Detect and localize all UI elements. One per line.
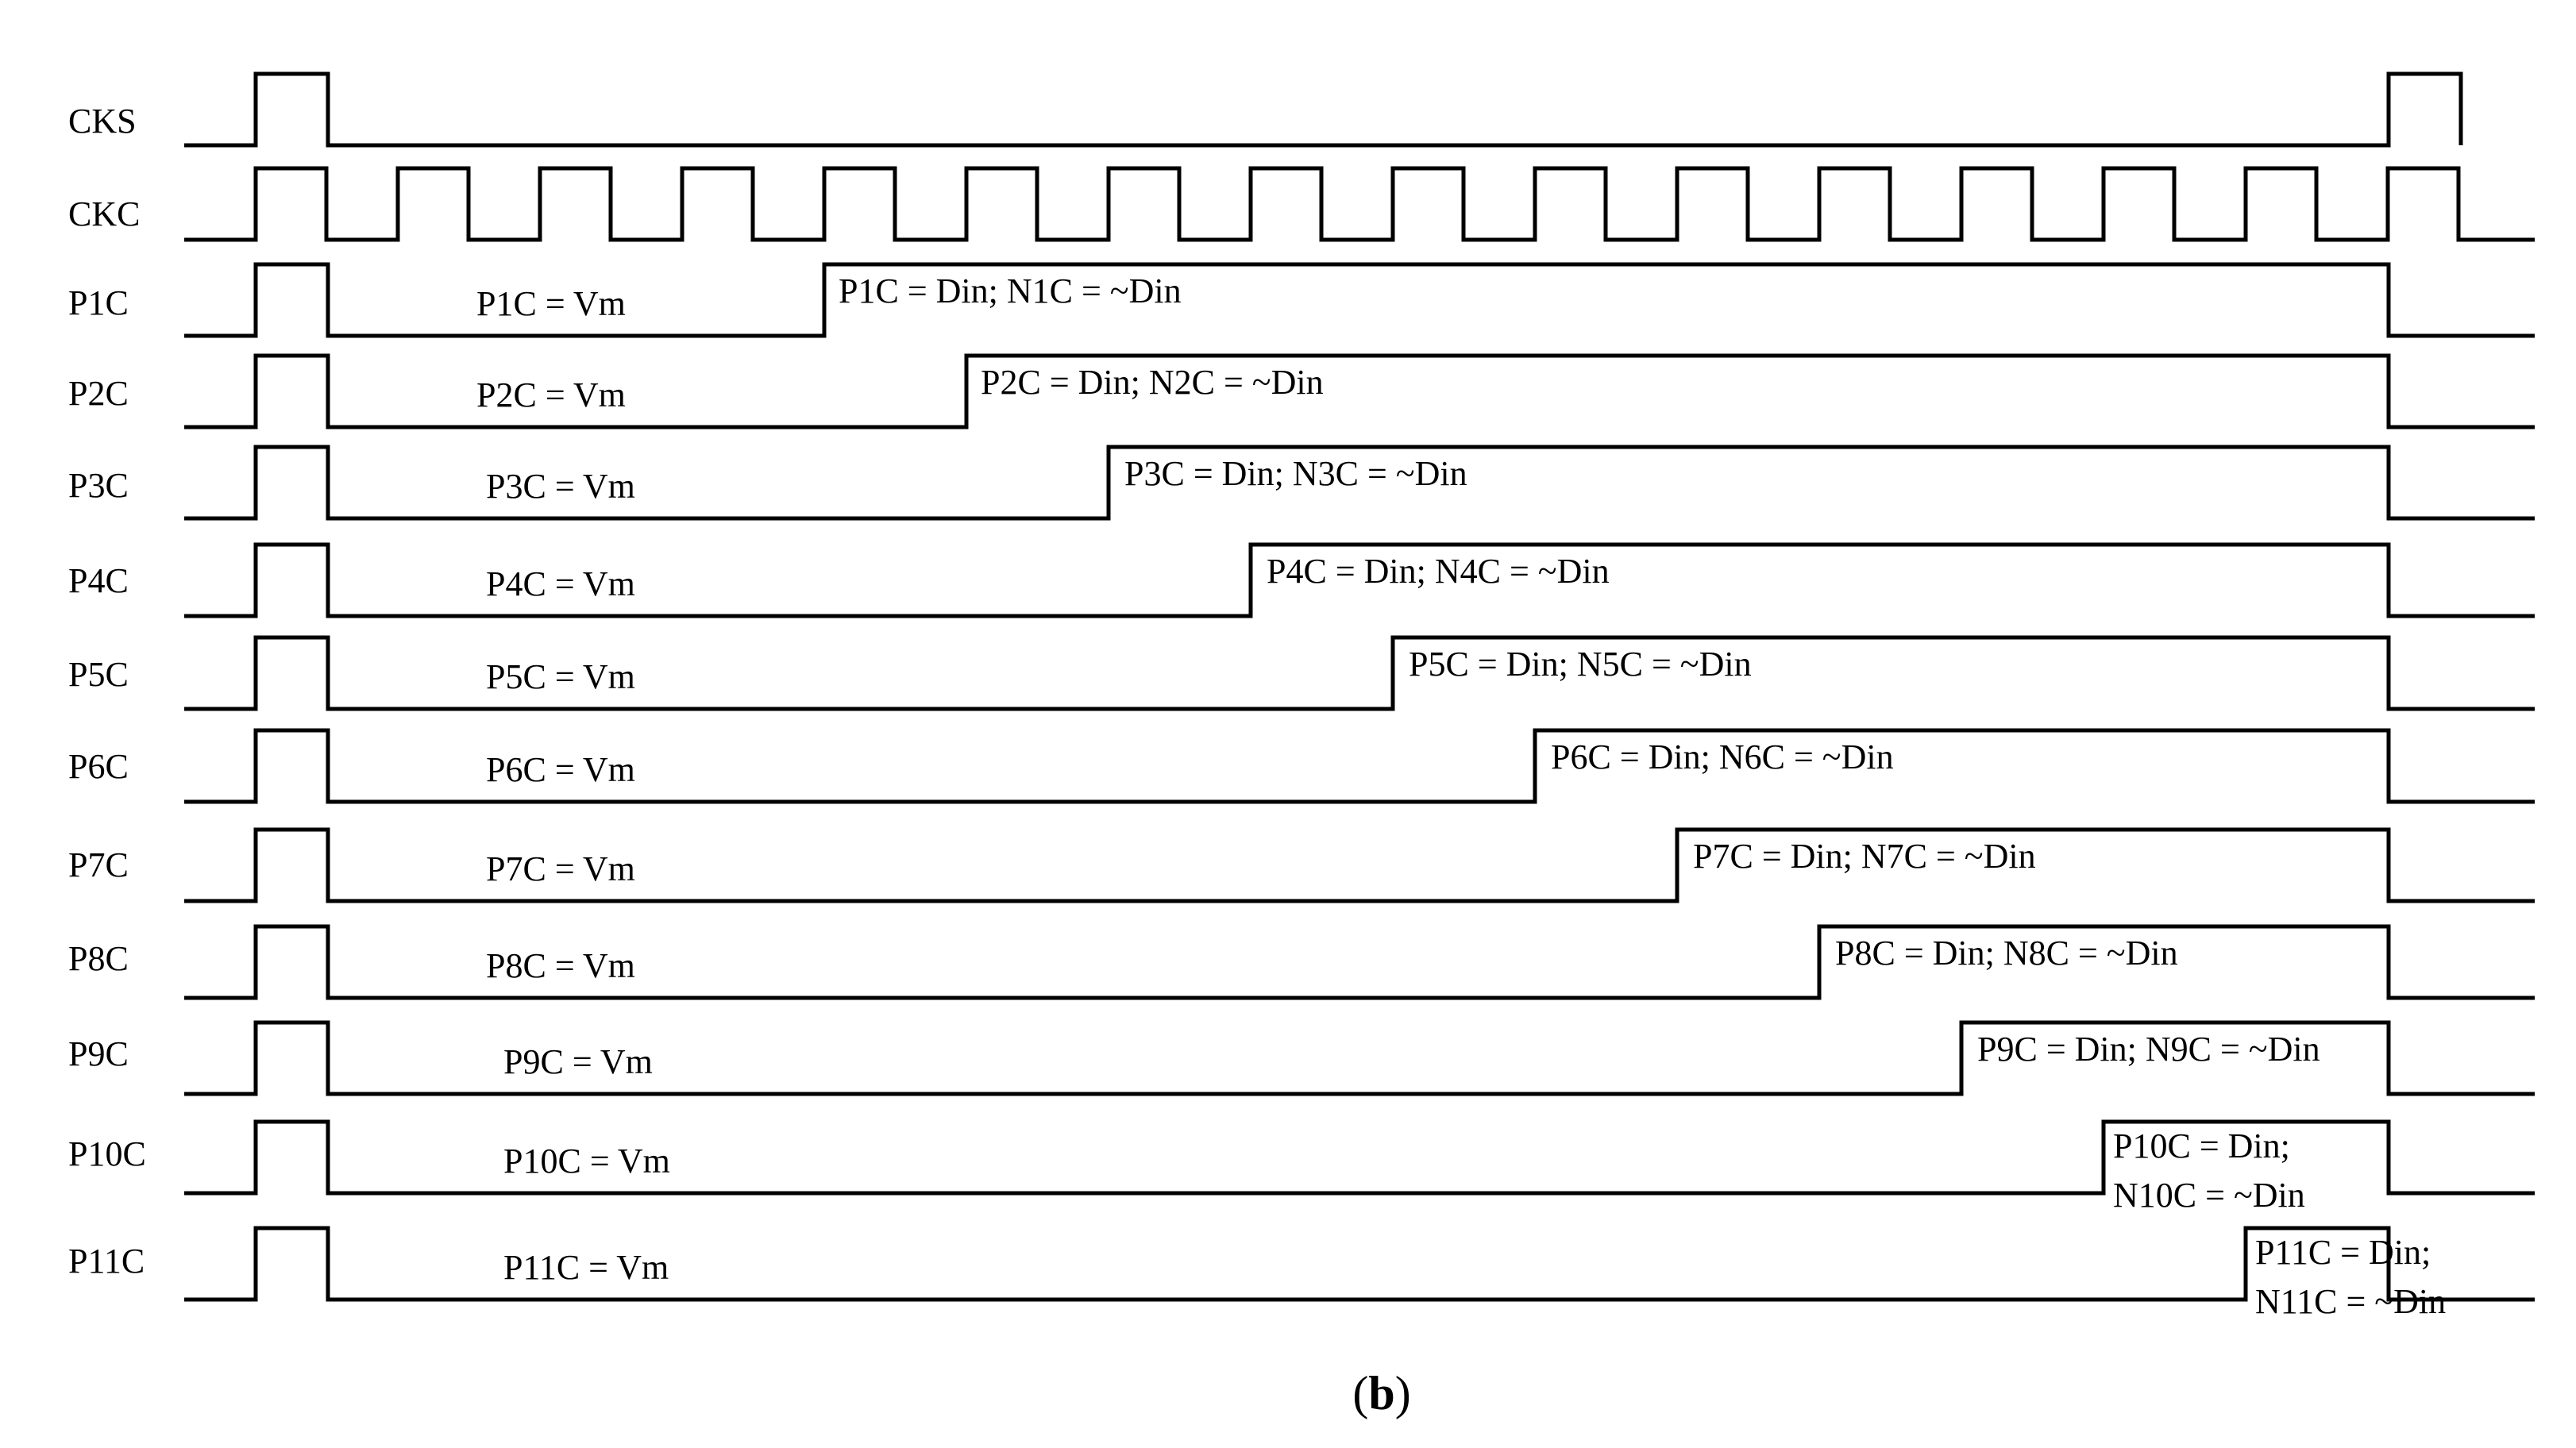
signal-label-p5c: P5C	[68, 655, 129, 694]
before-label-p1c: P1C = Vm	[476, 284, 626, 323]
signal-label-p3c: P3C	[68, 466, 129, 505]
before-label-p5c: P5C = Vm	[486, 657, 635, 696]
cks-waveform	[184, 71, 2463, 148]
after-label-p11c-line1: P11C = Din;	[2255, 1233, 2431, 1272]
waveform-p3c	[184, 445, 2535, 521]
signal-label-p2c: P2C	[68, 374, 129, 413]
after-label-p10c-line1: P10C = Din;	[2113, 1126, 2290, 1165]
after-label-p11c-line2: N11C = ~Din	[2255, 1282, 2446, 1321]
signal-label-p7c: P7C	[68, 845, 129, 884]
waveform-p9c	[184, 1020, 2535, 1096]
waveform-p5c	[184, 635, 2535, 711]
after-label-p2c: P2C = Din; N2C = ~Din	[981, 363, 1324, 402]
waveform-p6c	[184, 728, 2535, 804]
after-label-p8c: P8C = Din; N8C = ~Din	[1835, 934, 2178, 972]
before-label-p3c: P3C = Vm	[486, 467, 635, 506]
waveform-p7c	[184, 827, 2535, 903]
after-label-p4c: P4C = Din; N4C = ~Din	[1267, 552, 1610, 591]
ckc-waveform	[184, 166, 2535, 242]
waveform-p10c	[184, 1119, 2535, 1196]
signal-label-p8c: P8C	[68, 939, 129, 978]
signal-label-p4c: P4C	[68, 561, 129, 600]
before-label-p8c: P8C = Vm	[486, 946, 635, 985]
after-label-p9c: P9C = Din; N9C = ~Din	[1977, 1030, 2320, 1069]
after-label-p10c-line2: N10C = ~Din	[2113, 1176, 2305, 1215]
before-label-p7c: P7C = Vm	[486, 849, 635, 888]
before-label-p6c: P6C = Vm	[486, 750, 635, 789]
after-label-p1c: P1C = Din; N1C = ~Din	[839, 272, 1182, 310]
waveform-p8c	[184, 924, 2535, 1000]
waveforms	[184, 71, 2535, 1302]
waveform-p2c	[184, 353, 2535, 429]
after-label-p5c: P5C = Din; N5C = ~Din	[1409, 645, 1752, 684]
before-label-p10c: P10C = Vm	[503, 1142, 670, 1180]
figure-caption: (b)	[1352, 1367, 1410, 1419]
before-label-p4c: P4C = Vm	[486, 564, 635, 603]
waveform-p4c	[184, 542, 2535, 618]
before-label-p11c: P11C = Vm	[503, 1248, 669, 1287]
signal-label-ckc: CKC	[68, 194, 140, 233]
signal-label-cks: CKS	[68, 102, 137, 141]
waveform-p1c	[184, 262, 2535, 338]
after-label-p6c: P6C = Din; N6C = ~Din	[1551, 737, 1894, 776]
signal-labels: CKS CKC P1C P2C P3C P4C P5C P6C P7C P8C P9C P10C P11…	[68, 102, 146, 1280]
after-label-p7c: P7C = Din; N7C = ~Din	[1693, 837, 2036, 876]
before-label-p2c: P2C = Vm	[476, 375, 626, 414]
signal-label-p6c: P6C	[68, 747, 129, 786]
after-label-p3c: P3C = Din; N3C = ~Din	[1124, 454, 1467, 493]
signal-label-p1c: P1C	[68, 283, 129, 322]
waveform-p11c	[184, 1226, 2535, 1302]
signal-label-p11c: P11C	[68, 1242, 145, 1280]
signal-label-p10c: P10C	[68, 1134, 146, 1173]
before-label-p9c: P9C = Vm	[503, 1042, 653, 1081]
signal-label-p9c: P9C	[68, 1034, 129, 1073]
